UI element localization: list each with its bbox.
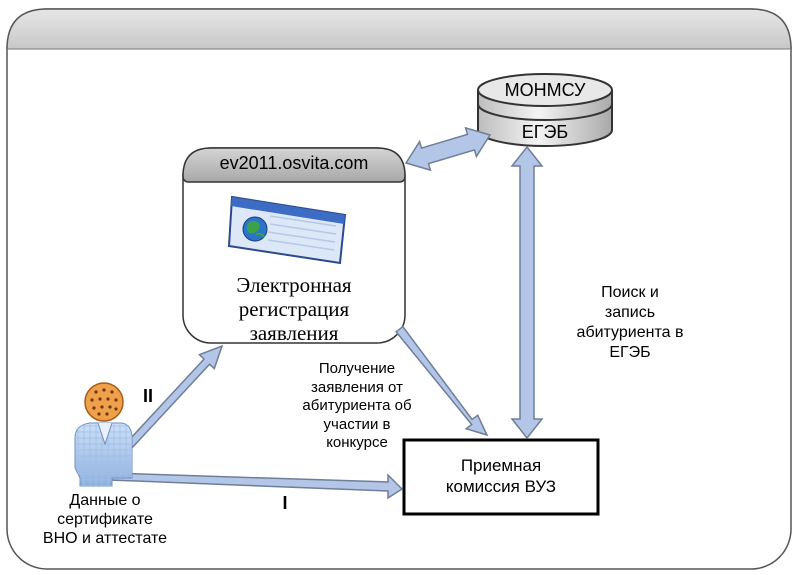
commission-label-line: Приемная: [460, 456, 542, 475]
website-caption-line: заявления: [249, 321, 339, 345]
applicant-label: Данные о сертификате ВНО и аттестате: [40, 491, 170, 548]
commission-label: Приемная комиссия ВУЗ: [404, 455, 598, 497]
route-1-label: I: [282, 493, 288, 513]
route-2-label: II: [142, 386, 153, 406]
browser-window-icon: [227, 195, 347, 265]
search-label-line: ЕГЭБ: [609, 344, 651, 361]
applicant-label-line: ВНО и аттестате: [42, 530, 168, 547]
receive-label: Получение заявления от абитуриента об уч…: [293, 360, 421, 453]
arrow-applicant-commission: [109, 472, 404, 500]
search-label-line: абитуриента в: [576, 324, 684, 341]
applicant-person-icon: [74, 382, 133, 487]
search-label-line: Поиск и: [601, 284, 659, 301]
website-caption-line: Электронная: [236, 273, 352, 297]
database-cylinder: [477, 73, 613, 147]
search-label: Поиск и запись абитуриента в ЕГЭБ: [555, 283, 705, 363]
applicant-label-line: Данные о: [69, 492, 141, 509]
receive-label-line: участии в: [323, 415, 391, 433]
receive-label-line: Получение: [318, 360, 396, 377]
website-caption: Электронная регистрация заявления: [183, 273, 405, 345]
search-label-line: запись: [604, 304, 656, 321]
receive-label-line: конкурсе: [326, 434, 388, 451]
database-top-label: МОНМСУ: [504, 80, 586, 100]
commission-label-line: комиссия ВУЗ: [445, 477, 557, 496]
applicant-label-line: сертификате: [57, 511, 153, 528]
database-bottom-label: ЕГЭБ: [521, 122, 569, 142]
arrow-site-database: [404, 126, 492, 172]
arrow-site-commission: [395, 325, 489, 437]
receive-label-line: абитуриента об: [302, 397, 412, 414]
commission-box: [402, 438, 600, 516]
arrow-database-commission: [510, 145, 544, 440]
receive-label-line: заявления от: [311, 378, 403, 396]
website-caption-line: регистрация: [238, 297, 350, 321]
website-url: ev2011.osvita.com: [219, 153, 369, 173]
